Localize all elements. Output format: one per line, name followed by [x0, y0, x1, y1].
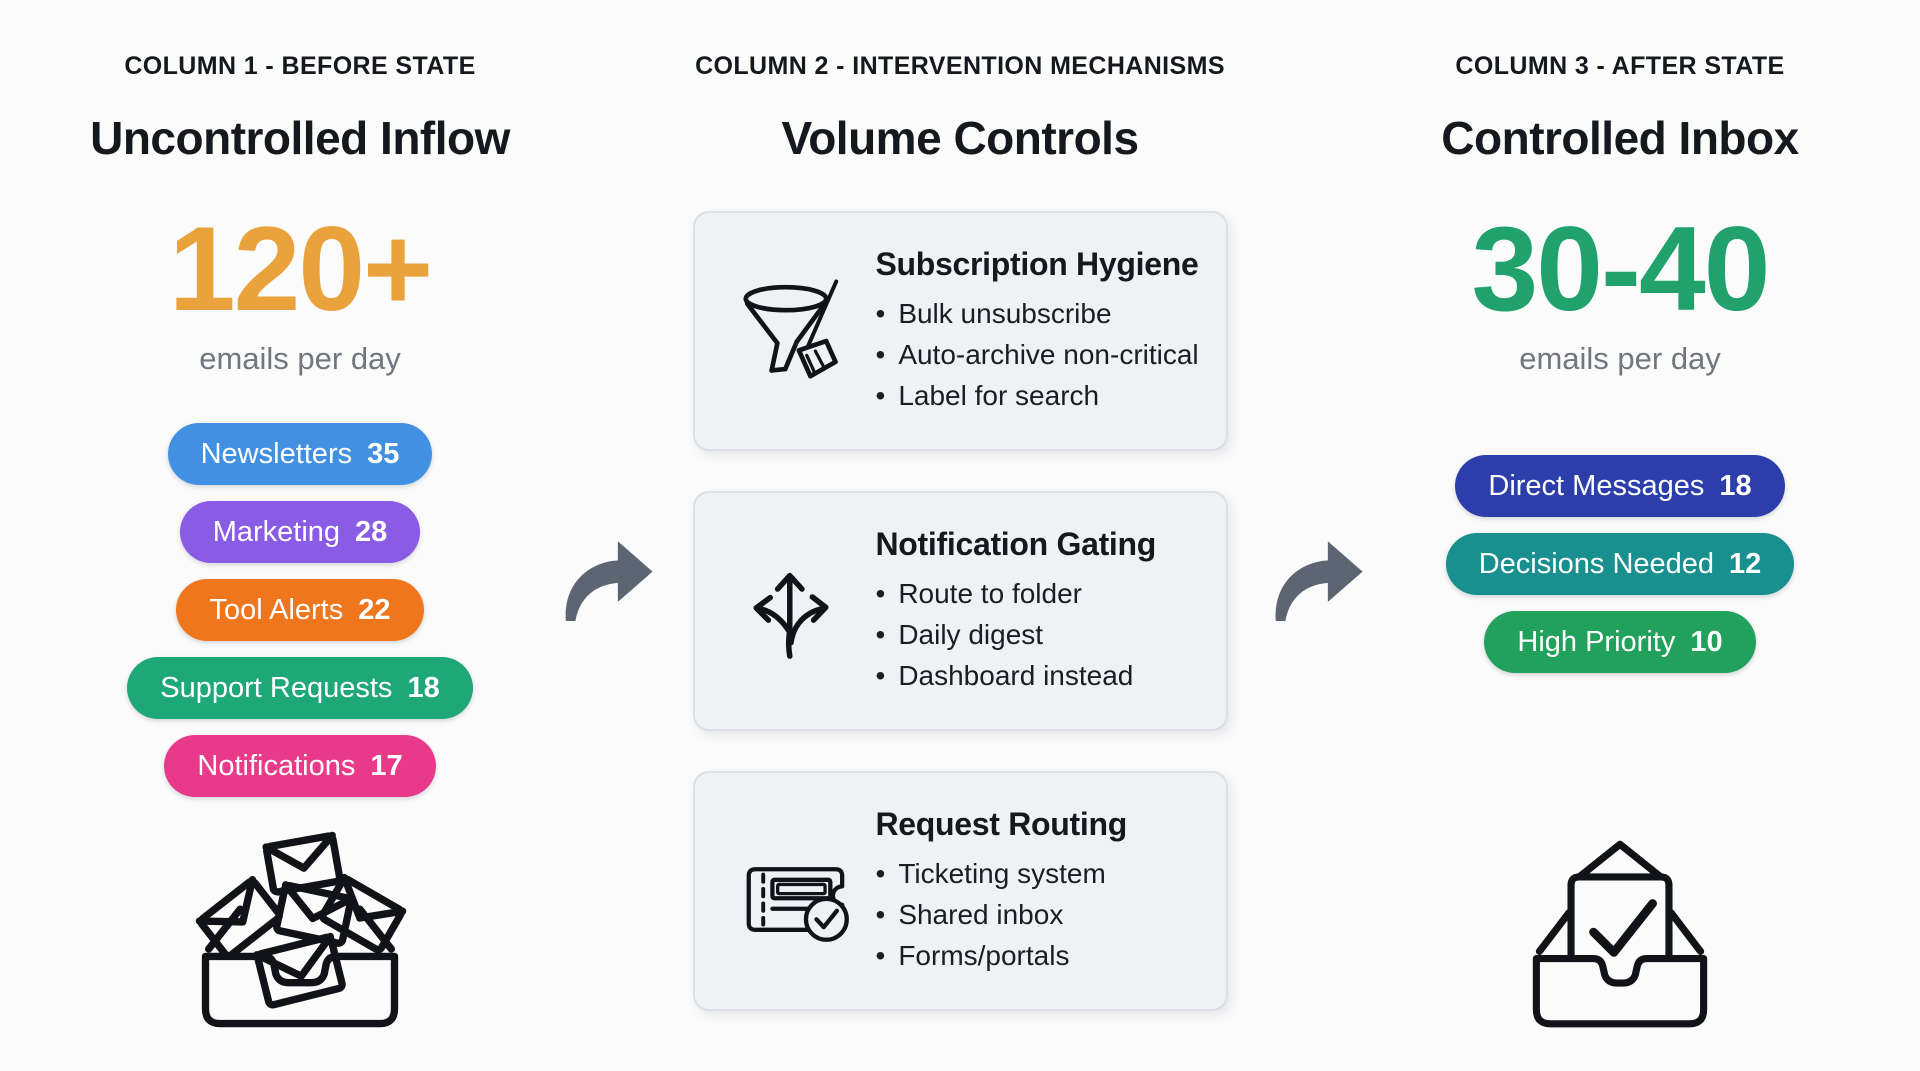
badge-label: Newsletters	[200, 437, 353, 470]
card-subscription-hygiene: Subscription Hygiene Bulk unsubscribe Au…	[692, 211, 1228, 451]
column-before-title: Uncontrolled Inflow	[90, 112, 510, 164]
column-interventions-title: Volume Controls	[781, 112, 1139, 164]
badge-label: Support Requests	[160, 671, 393, 704]
badge-count: 22	[358, 593, 391, 626]
card-bullet: Dashboard instead	[876, 655, 1157, 696]
badge-label: Notifications	[197, 749, 356, 782]
card-bullet: Auto-archive non-critical	[876, 334, 1198, 375]
arrow-shape	[1275, 541, 1363, 621]
curved-flow-arrow-icon	[565, 541, 653, 621]
card-notification-gating: Notification Gating Route to folder Dail…	[692, 491, 1228, 731]
badge-count: 17	[370, 749, 403, 782]
card-bullet: Ticketing system	[876, 853, 1128, 894]
branching-arrows-icon	[753, 572, 829, 659]
column-interventions-label: COLUMN 2 - INTERVENTION MECHANISMS	[695, 52, 1225, 80]
after-metric-value: 30-40	[1471, 202, 1771, 336]
card-text: Subscription Hygiene Bulk unsubscribe Au…	[876, 246, 1199, 416]
ticket-check-icon	[746, 867, 849, 942]
column-after-state: COLUMN 3 - AFTER STATE Controlled Inbox …	[1345, 0, 1895, 1071]
category-badge: Decisions Needed 12	[1445, 533, 1795, 595]
arrow-shape	[565, 541, 653, 621]
before-metric-caption: emails per day	[199, 341, 401, 376]
after-metric-caption: emails per day	[1519, 341, 1721, 376]
column-after-label: COLUMN 3 - AFTER STATE	[1455, 52, 1785, 80]
card-request-routing: Request Routing Ticketing system Shared …	[692, 771, 1228, 1011]
badge-count: 18	[1719, 469, 1752, 502]
badge-label: Direct Messages	[1488, 469, 1705, 502]
overflowing-inbox-icon	[195, 831, 407, 1028]
category-badge: Marketing 28	[179, 501, 421, 563]
category-badge: Direct Messages 18	[1455, 455, 1785, 517]
card-bullet: Shared inbox	[876, 894, 1128, 935]
category-badge: Support Requests 18	[127, 657, 473, 719]
card-bullets: Route to folder Daily digest Dashboard i…	[876, 573, 1157, 696]
card-title: Request Routing	[875, 805, 1128, 842]
category-badge: Tool Alerts 22	[176, 579, 424, 641]
before-metric-value: 120+	[168, 202, 433, 336]
inbox-check-icon	[1532, 840, 1708, 1028]
card-bullet: Route to folder	[876, 573, 1157, 614]
badge-label: Tool Alerts	[209, 593, 344, 626]
badge-count: 28	[355, 515, 388, 548]
card-text: Request Routing Ticketing system Shared …	[876, 806, 1128, 976]
badge-count: 35	[367, 437, 400, 470]
card-text: Notification Gating Route to folder Dail…	[876, 526, 1157, 696]
category-badge: Notifications 17	[164, 735, 436, 797]
curved-flow-arrow-icon	[1275, 541, 1363, 621]
after-badge-list: Direct Messages 18 Decisions Needed 12 H…	[1445, 455, 1795, 673]
column-interventions: COLUMN 2 - INTERVENTION MECHANISMS Volum…	[690, 0, 1230, 1071]
before-badge-list: Newsletters 35 Marketing 28 Tool Alerts …	[127, 423, 473, 797]
card-title: Subscription Hygiene	[875, 245, 1199, 282]
badge-count: 10	[1690, 625, 1723, 658]
card-bullet: Bulk unsubscribe	[876, 293, 1199, 334]
column-before-label: COLUMN 1 - BEFORE STATE	[124, 52, 476, 80]
badge-count: 18	[407, 671, 440, 704]
badge-count: 12	[1729, 547, 1762, 580]
card-bullet: Forms/portals	[876, 935, 1128, 976]
card-iconbox	[729, 550, 854, 672]
badge-label: High Priority	[1517, 625, 1676, 658]
badge-label: Decisions Needed	[1478, 547, 1715, 580]
card-iconbox	[729, 270, 854, 392]
card-title: Notification Gating	[875, 525, 1157, 562]
category-badge: Newsletters 35	[167, 423, 433, 485]
column-before-state: COLUMN 1 - BEFORE STATE Uncontrolled Inf…	[30, 0, 570, 1071]
card-bullet: Label for search	[876, 375, 1199, 416]
badge-label: Marketing	[212, 515, 341, 548]
intervention-card-list: Subscription Hygiene Bulk unsubscribe Au…	[692, 211, 1228, 1011]
card-iconbox	[729, 830, 854, 952]
card-bullets: Ticketing system Shared inbox Forms/port…	[876, 853, 1128, 976]
funnel-broom-icon	[743, 279, 839, 379]
category-badge: High Priority 10	[1484, 611, 1756, 673]
card-bullet: Daily digest	[876, 614, 1157, 655]
column-after-title: Controlled Inbox	[1441, 112, 1799, 164]
card-bullets: Bulk unsubscribe Auto-archive non-critic…	[876, 293, 1199, 416]
